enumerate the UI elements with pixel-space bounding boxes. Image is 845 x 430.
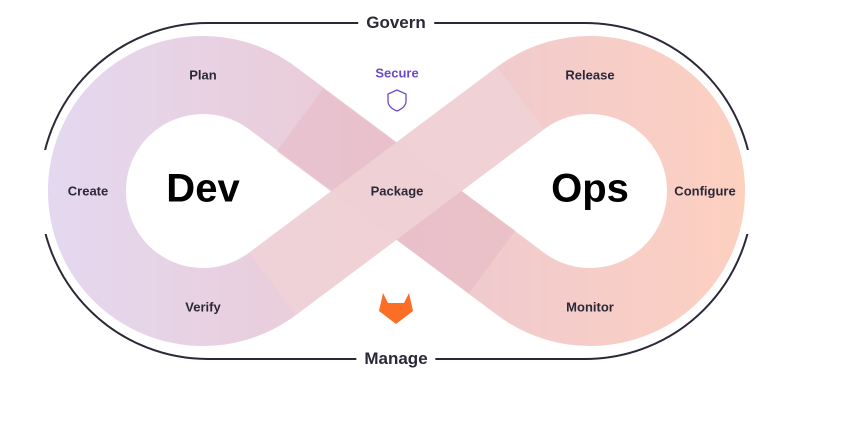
manage-label: Manage — [356, 349, 436, 369]
stage-package: Package — [370, 183, 424, 199]
dev-label: Dev — [166, 166, 240, 211]
govern-label: Govern — [358, 13, 434, 33]
stage-release: Release — [565, 67, 615, 83]
shield-icon — [387, 89, 407, 112]
stage-configure: Configure — [674, 183, 736, 199]
stage-create: Create — [67, 183, 109, 199]
stage-monitor: Monitor — [566, 299, 614, 315]
govern-manage-frame — [39, 22, 754, 360]
stage-secure: Secure — [375, 65, 419, 81]
gitlab-tanuki-icon — [379, 293, 413, 324]
stage-verify: Verify — [185, 299, 221, 315]
stage-plan: Plan — [189, 67, 217, 83]
ops-label: Ops — [551, 166, 629, 211]
